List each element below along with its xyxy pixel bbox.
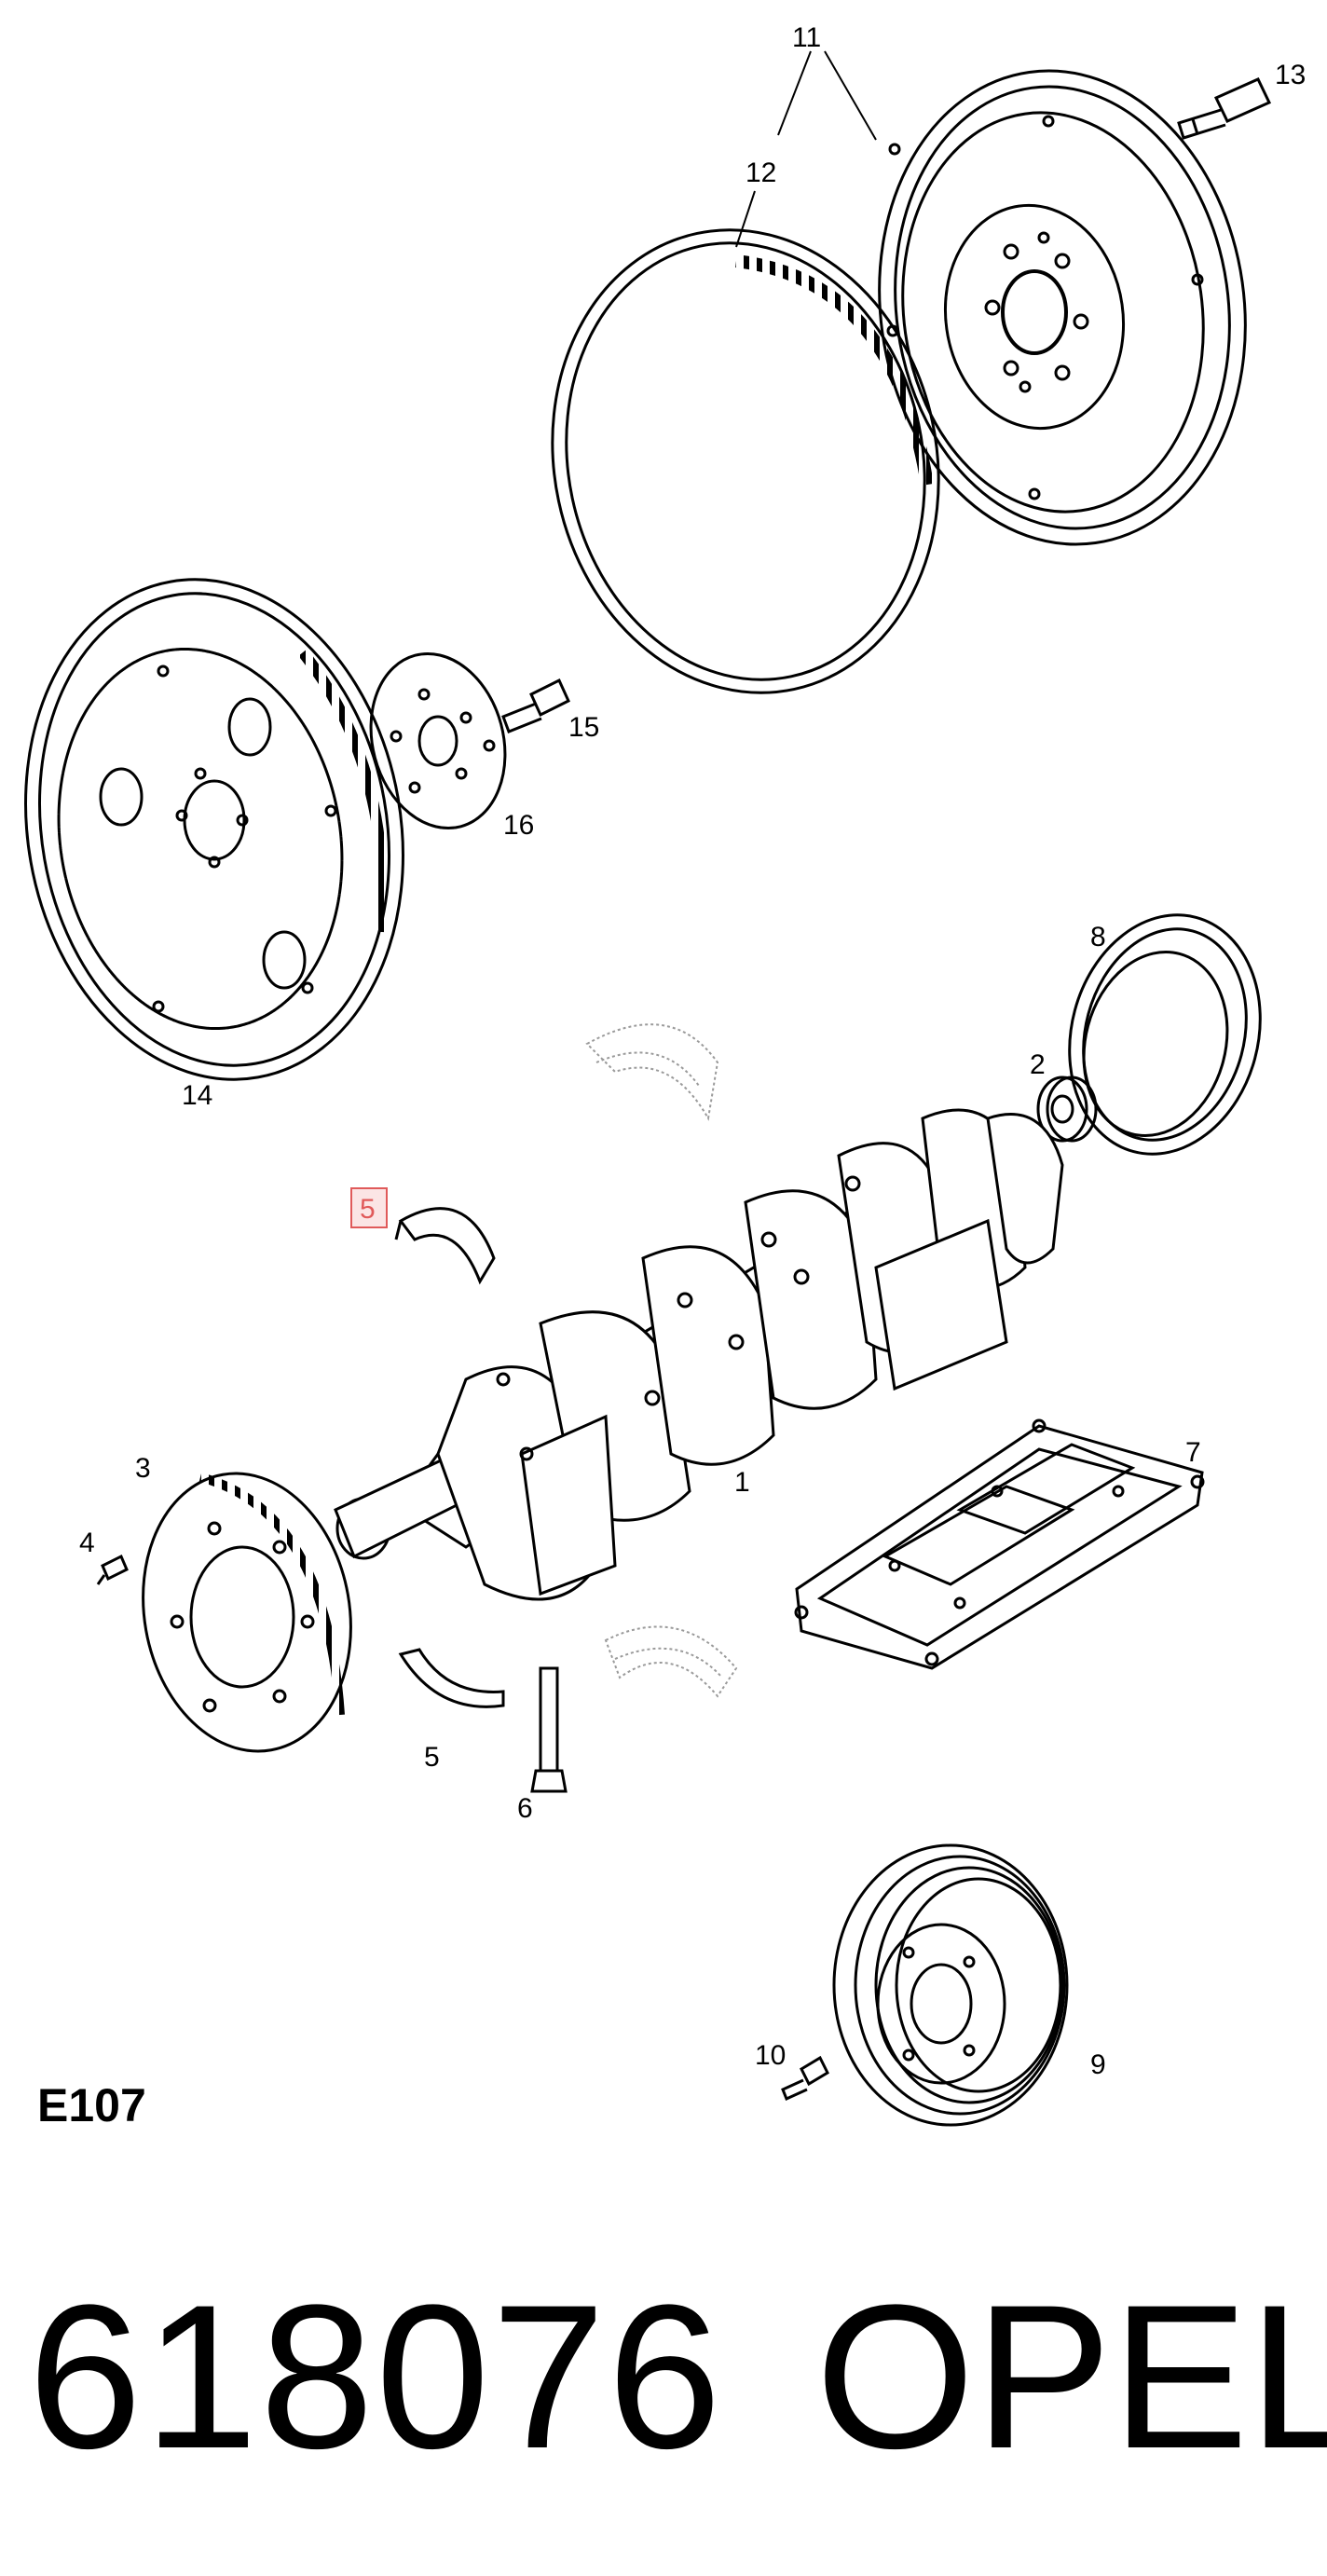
- part-number: 618076: [28, 2262, 724, 2491]
- main-bearing-bolt[interactable]: [530, 1666, 568, 1793]
- crankshaft-pulley[interactable]: [832, 1843, 1069, 2127]
- callout-3: 3: [135, 1453, 151, 1484]
- callout-1: 1: [734, 1467, 750, 1498]
- pulley-bolt[interactable]: [781, 2055, 829, 2102]
- lower-bearing-shell[interactable]: [398, 1648, 505, 1708]
- ring-gear[interactable]: [511, 194, 981, 729]
- flexplate-bolt[interactable]: [501, 678, 570, 733]
- leader-lines: [735, 50, 877, 248]
- callout-16: 16: [503, 810, 534, 841]
- bearing-shell-set-upper[interactable]: [585, 1023, 719, 1121]
- callout-4: 4: [79, 1528, 95, 1558]
- callout-6: 6: [517, 1793, 533, 1824]
- spacer-plate[interactable]: [352, 638, 524, 843]
- callout-14: 14: [182, 1080, 212, 1111]
- callout-12: 12: [746, 158, 776, 188]
- diagram-code: E107: [37, 2079, 146, 2131]
- callout-5-highlight-box: [350, 1187, 388, 1228]
- flywheel-bolt[interactable]: [1177, 77, 1272, 140]
- callout-9: 9: [1090, 2049, 1106, 2080]
- exploded-parts-diagram: 11 12 13 14 15 16 8 2 5 1 7 3 4 5 6 10 9: [0, 22, 1306, 2127]
- callout-8: 8: [1090, 922, 1106, 952]
- oil-seal[interactable]: [1044, 894, 1286, 1176]
- pilot-bearing[interactable]: [1036, 1076, 1098, 1143]
- callout-2: 2: [1030, 1049, 1046, 1080]
- bearing-shell-set-lower[interactable]: [604, 1625, 738, 1698]
- oil-pan-gasket[interactable]: [794, 1418, 1205, 1670]
- callout-13: 13: [1275, 60, 1306, 90]
- callout-7: 7: [1185, 1437, 1201, 1468]
- callout-15: 15: [568, 712, 599, 743]
- flexplate[interactable]: [0, 549, 442, 1109]
- upper-bearing-shell[interactable]: [394, 1207, 496, 1285]
- callout-11: 11: [792, 22, 821, 53]
- flywheel[interactable]: [849, 47, 1275, 568]
- crankshaft[interactable]: [334, 1108, 1064, 1601]
- drive-plate[interactable]: [122, 1457, 373, 1768]
- brand-name: OPEL: [815, 2262, 1327, 2491]
- drive-plate-screw[interactable]: [96, 1554, 129, 1585]
- callout-5-highlighted[interactable]: 5: [360, 1194, 376, 1225]
- callout-5: 5: [424, 1742, 440, 1773]
- callout-10: 10: [755, 2040, 786, 2071]
